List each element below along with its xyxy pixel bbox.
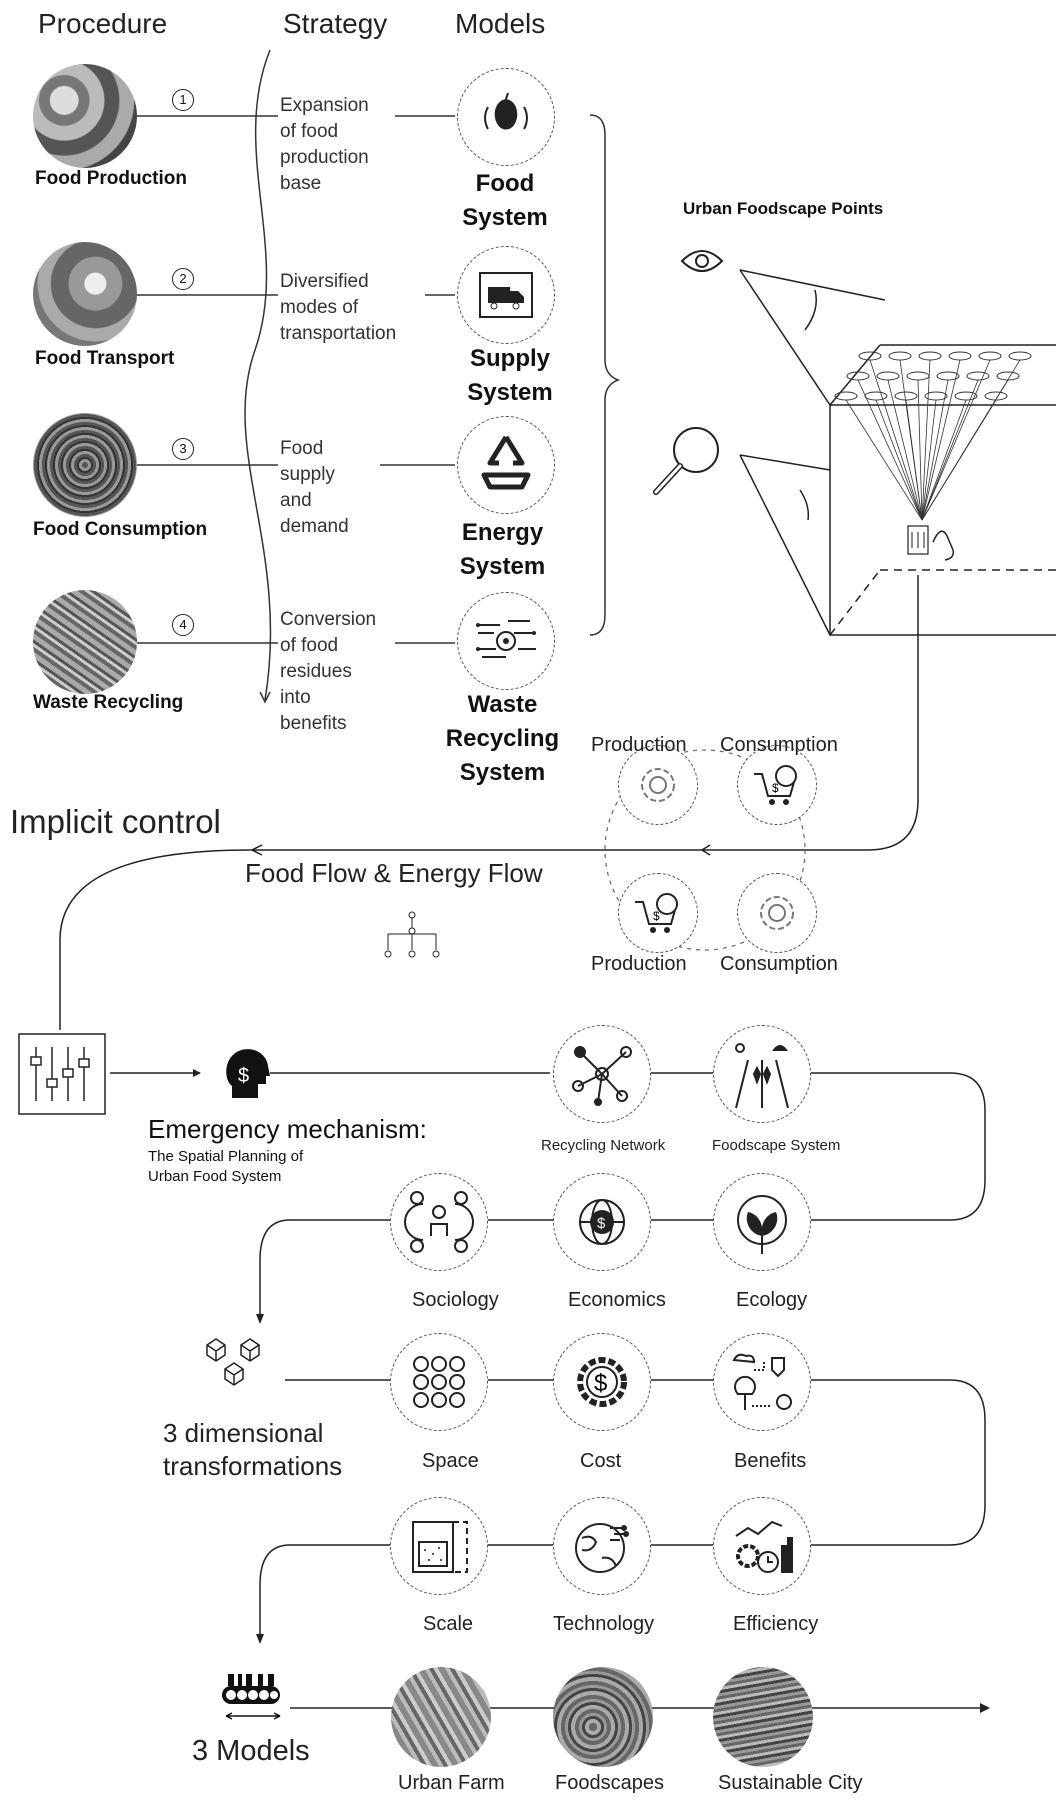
recycling-network-icon bbox=[553, 1025, 651, 1123]
row2-label-2: Economics bbox=[568, 1289, 666, 1311]
foodscape-title: Urban Foodscape Points bbox=[683, 199, 884, 218]
svg-text:$: $ bbox=[597, 1215, 606, 1232]
cost-icon: $ bbox=[553, 1333, 651, 1431]
cart-icon-top: $ bbox=[737, 745, 817, 825]
row4-label-3: Efficiency bbox=[733, 1613, 819, 1635]
food-consumption-photo bbox=[33, 413, 137, 517]
scale-icon bbox=[390, 1497, 488, 1595]
row4-label-1: Scale bbox=[423, 1613, 474, 1635]
row5-label-1: Urban Farm bbox=[398, 1772, 505, 1794]
waste-recycling-system-icon bbox=[457, 592, 555, 690]
svg-text:$: $ bbox=[238, 1065, 249, 1087]
row1-label-1: Recycling Network bbox=[541, 1137, 666, 1154]
svg-text:$: $ bbox=[772, 781, 779, 795]
gear-icon-bottom bbox=[737, 873, 817, 953]
models-header: Models bbox=[455, 8, 546, 39]
sliders-control-icon bbox=[18, 1033, 106, 1115]
waste-recycling-photo bbox=[33, 590, 137, 694]
row5-label-2: Foodscapes bbox=[555, 1772, 664, 1794]
eye-icon bbox=[680, 250, 724, 272]
economics-icon: $ bbox=[553, 1173, 651, 1271]
implicit-control-label: Implicit control bbox=[10, 803, 221, 840]
svg-text:$: $ bbox=[594, 1370, 607, 1397]
energy-system-icon bbox=[457, 416, 555, 514]
cart-icon-bottom: $ bbox=[618, 873, 698, 953]
food-system-icon bbox=[457, 68, 555, 166]
flow-label: Food Flow & Energy Flow bbox=[245, 858, 543, 888]
step-number-2: 2 bbox=[172, 268, 194, 290]
urban-farm-photo bbox=[391, 1667, 491, 1767]
step-number-4: 4 bbox=[172, 614, 194, 636]
three-models-label: 3 Models bbox=[192, 1735, 310, 1767]
row2-label-3: Ecology bbox=[736, 1289, 808, 1311]
row1-label-2: Foodscape System bbox=[712, 1137, 841, 1154]
row5-label-3: Sustainable City bbox=[718, 1772, 863, 1794]
row3-label-1: Space bbox=[422, 1450, 479, 1472]
conveyor-icon bbox=[222, 1674, 281, 1720]
sociology-icon bbox=[390, 1173, 488, 1271]
cycle-consumption-bottom: Consumption bbox=[720, 953, 838, 975]
row2-label-1: Sociology bbox=[412, 1289, 499, 1311]
gear-icon-top bbox=[618, 745, 698, 825]
cycle-production-bottom: Production bbox=[591, 953, 687, 975]
strategy-header: Strategy bbox=[283, 8, 388, 39]
transform-line-2: transformations bbox=[163, 1451, 343, 1481]
step-number-1: 1 bbox=[172, 89, 194, 111]
svg-text:$: $ bbox=[653, 909, 660, 923]
cubes-icon bbox=[206, 1338, 260, 1386]
ecology-icon bbox=[713, 1173, 811, 1271]
transform-line-1: 3 dimensional bbox=[163, 1418, 324, 1448]
foodscape-system-icon bbox=[713, 1025, 811, 1123]
supply-system-icon bbox=[457, 246, 555, 344]
efficiency-icon bbox=[713, 1497, 811, 1595]
row4-label-2: Technology bbox=[553, 1613, 655, 1635]
step-number-3: 3 bbox=[172, 438, 194, 460]
food-transport-photo bbox=[33, 242, 137, 346]
procedure-label-1: Food Production bbox=[35, 168, 187, 189]
space-icon bbox=[390, 1333, 488, 1431]
benefits-icon bbox=[713, 1333, 811, 1431]
food-production-photo bbox=[33, 64, 137, 168]
procedure-label-2: Food Transport bbox=[35, 348, 175, 369]
cycle-production-top: Production bbox=[591, 734, 687, 756]
procedure-label-3: Food Consumption bbox=[33, 519, 208, 540]
head-dollar-icon: $ bbox=[226, 1049, 270, 1098]
technology-icon bbox=[553, 1497, 651, 1595]
foodscapes-photo bbox=[553, 1667, 653, 1767]
procedure-header: Procedure bbox=[38, 8, 168, 39]
cycle-consumption-top: Consumption bbox=[720, 734, 838, 756]
hierarchy-icon bbox=[384, 911, 440, 958]
row3-label-3: Benefits bbox=[734, 1450, 807, 1472]
magnifier-icon bbox=[653, 427, 719, 495]
sustainable-city-photo bbox=[713, 1667, 813, 1767]
procedure-label-4: Waste Recycling bbox=[33, 692, 184, 713]
row3-label-2: Cost bbox=[580, 1450, 622, 1472]
pointing-hand-icon bbox=[907, 525, 955, 561]
emergency-title: Emergency mechanism: bbox=[148, 1114, 427, 1144]
